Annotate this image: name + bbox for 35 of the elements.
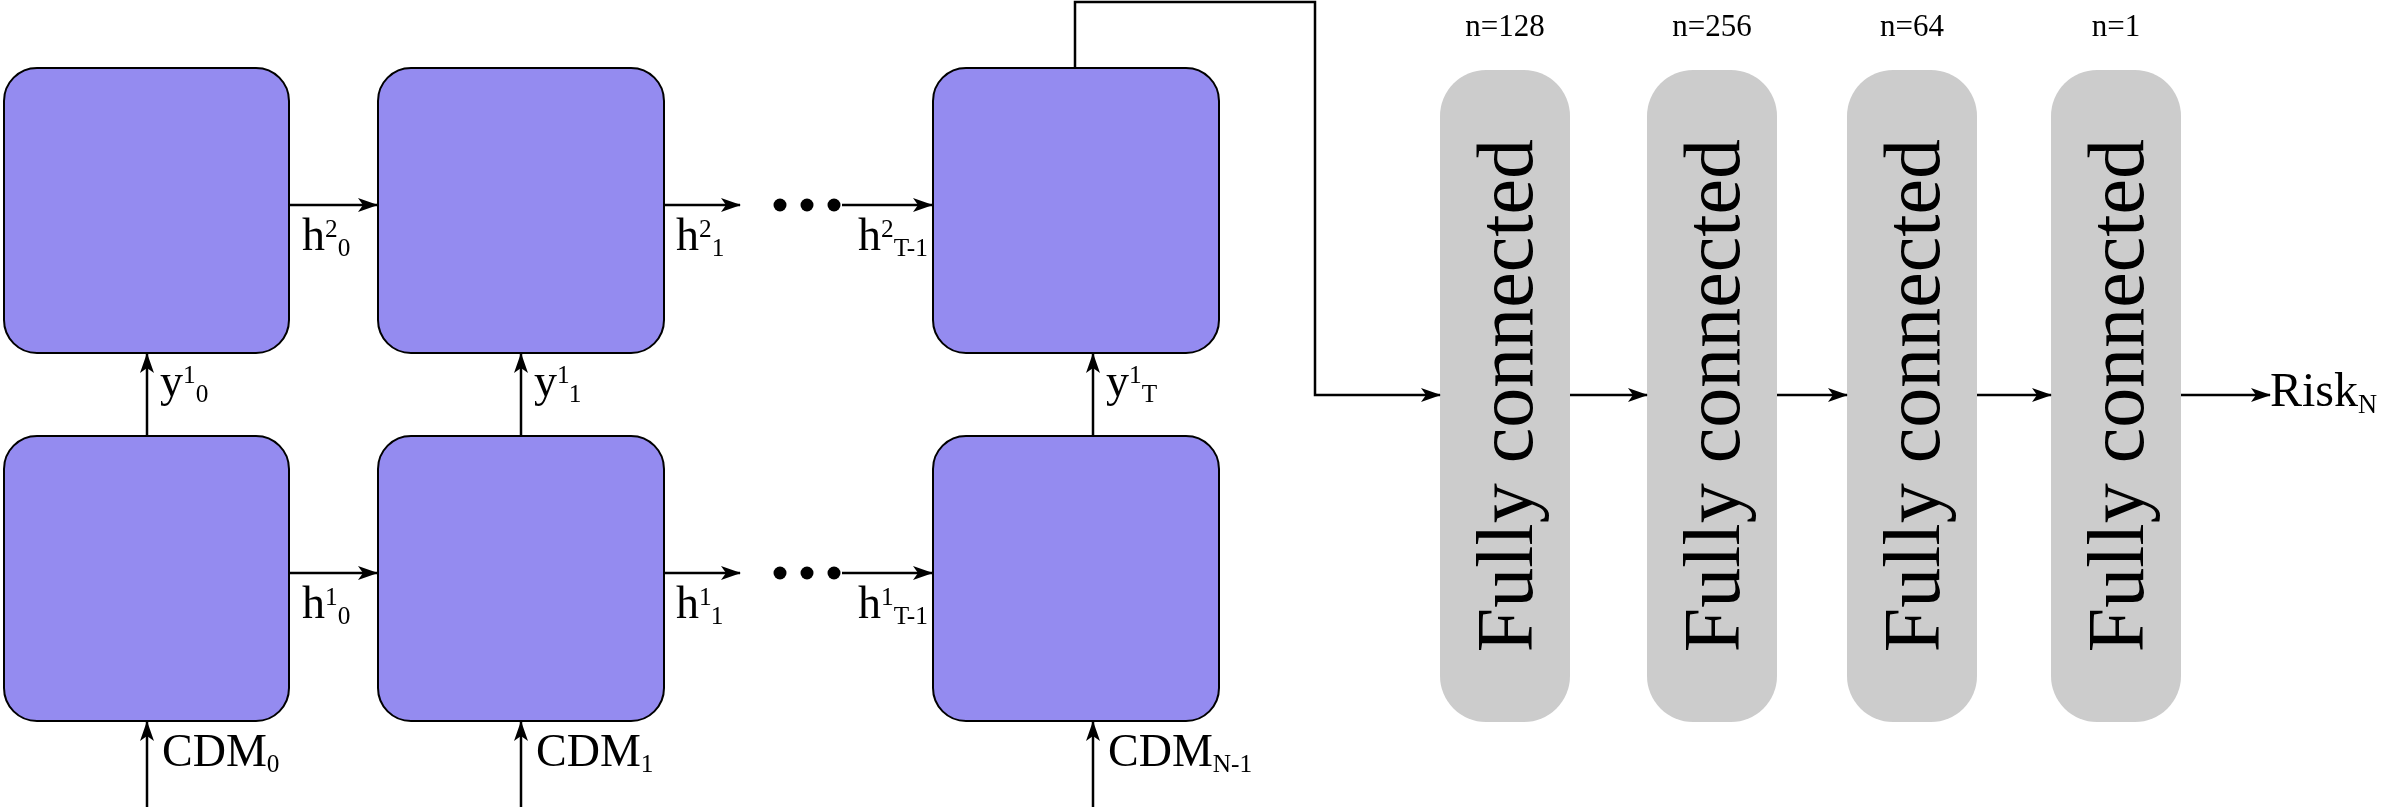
arrow (1977, 388, 2052, 402)
arrow (140, 353, 154, 435)
arrow (1570, 388, 1648, 402)
arrow (842, 198, 933, 212)
layer-size-label: n=256 (1672, 10, 1752, 41)
arrow (1086, 353, 1100, 435)
cell-box (3, 435, 290, 722)
edge-label: CDM$_{1}$ (536, 728, 654, 774)
arrow (665, 198, 741, 212)
layer-size-label: n=128 (1465, 10, 1545, 41)
edge-label: CDM$_{N-1}$ (1108, 728, 1253, 774)
output-label: Risk$_{N}$ (2270, 366, 2378, 414)
arrow (1073, 0, 1441, 402)
layer-block (1847, 70, 1977, 722)
arrow (1086, 721, 1100, 807)
arrow (665, 566, 741, 580)
layer-size-label: n=64 (1880, 10, 1944, 41)
cell-box (932, 435, 1220, 722)
cell-box (3, 67, 290, 354)
layer-block (2051, 70, 2181, 722)
arrow (290, 198, 378, 212)
cell-box (932, 67, 1220, 354)
arrow (2181, 388, 2271, 402)
arrow (140, 721, 154, 807)
cell-box (377, 67, 665, 354)
arrow (842, 566, 933, 580)
layer-block (1440, 70, 1570, 722)
arrow (1777, 388, 1848, 402)
arrow (290, 566, 378, 580)
cell-box (377, 435, 665, 722)
layer-block (1647, 70, 1777, 722)
layer-size-label: n=1 (2091, 10, 2141, 41)
arrow (514, 353, 528, 435)
edge-label: CDM$_{0}$ (162, 728, 280, 774)
arrow (514, 721, 528, 807)
